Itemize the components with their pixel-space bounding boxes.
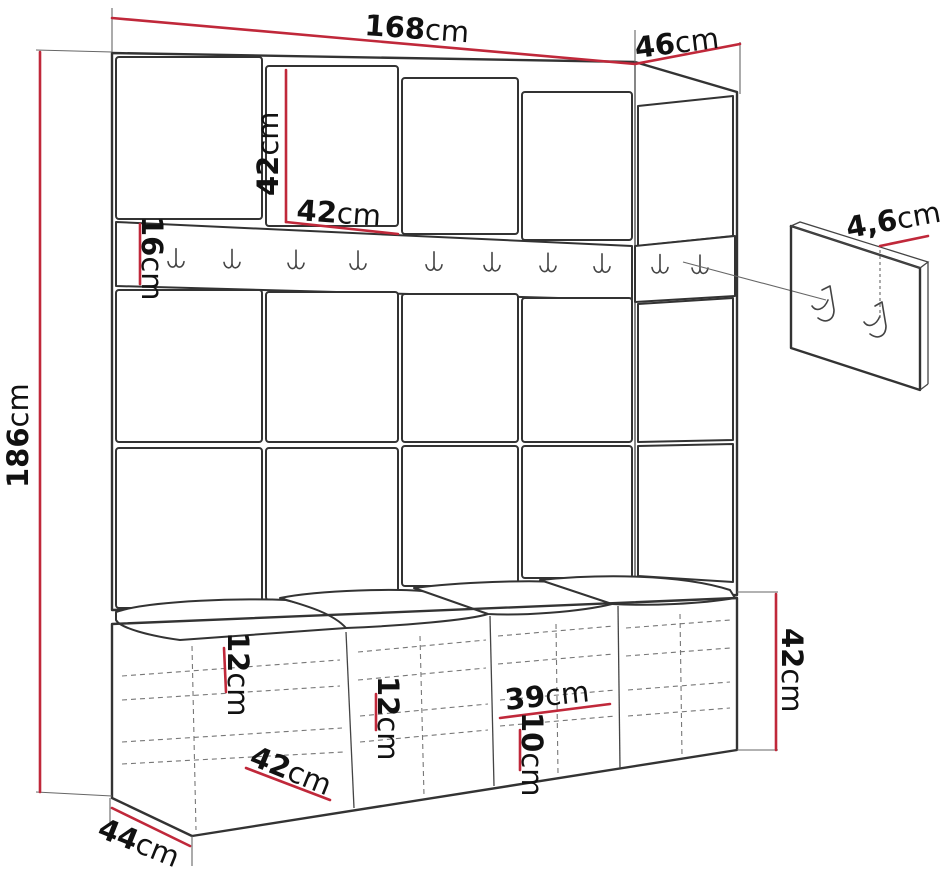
coat-hook-icon [593, 253, 611, 273]
label-hook-depth: 4,6cm [843, 195, 943, 245]
hook-large-icon [811, 285, 835, 322]
lower-cushion-row [115, 443, 734, 609]
label-compartment-height: 10cm [515, 712, 549, 797]
coat-hook-icon [223, 248, 241, 269]
hook-detail-inset [682, 221, 930, 392]
coat-hook-icon [483, 251, 501, 272]
label-total-width: 168cm [364, 8, 471, 49]
hook-large-icon-2 [863, 301, 887, 338]
hook-set [167, 247, 709, 275]
coat-hook-icon [349, 250, 367, 271]
label-bench-height: 42cm [775, 628, 809, 713]
coat-hook-icon [287, 249, 305, 270]
coat-hook-icon [167, 247, 185, 268]
label-shelf-height-b: 12cm [371, 676, 405, 761]
coat-hook-icon [539, 252, 557, 273]
bench-cabinets [110, 596, 739, 838]
coat-hook-icon [425, 251, 443, 271]
label-height: 186cm [1, 383, 35, 488]
dimension-lines [38, 16, 930, 848]
label-depth: 46cm [633, 21, 721, 65]
label-rail-height: 16cm [135, 216, 169, 301]
extension-lines [35, 8, 778, 866]
middle-cushion-row [115, 289, 734, 443]
label-shelf-height-a: 12cm [221, 632, 255, 717]
upper-cushion-row [115, 56, 734, 247]
wall-panel-frame [110, 51, 739, 612]
label-bench-depth: 42cm [245, 739, 336, 802]
label-compartment-width: 39cm [503, 674, 591, 717]
label-panel-width: 42cm [296, 193, 383, 233]
label-panel-height: 42cm [251, 111, 285, 196]
coat-hook-icon [691, 254, 709, 275]
hook-rail [115, 221, 736, 303]
coat-hook-icon [651, 253, 669, 274]
